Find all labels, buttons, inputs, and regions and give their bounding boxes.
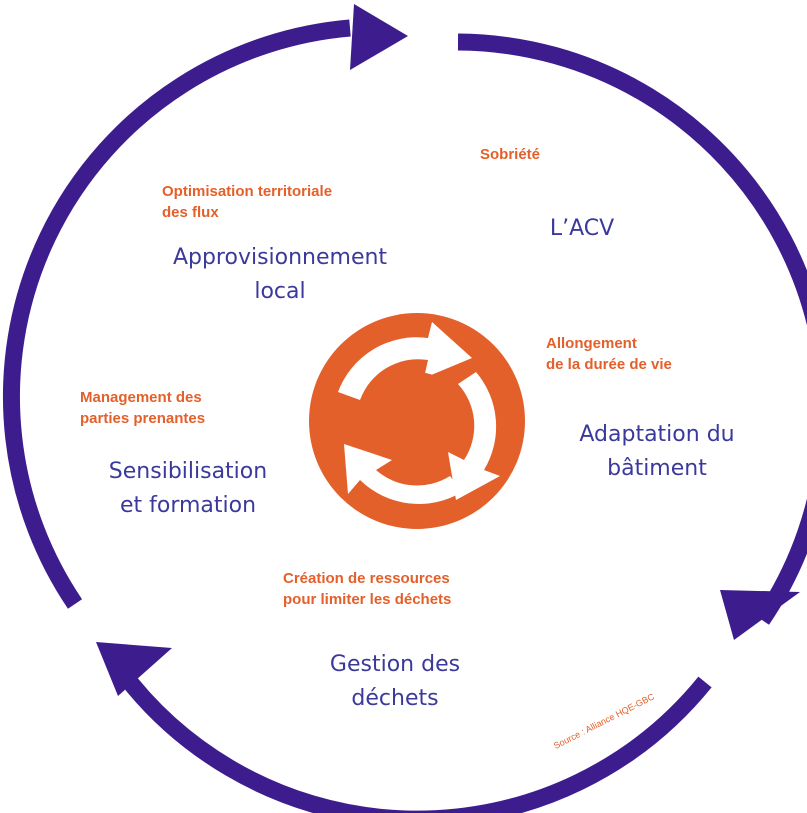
label-allongement: Allongement de la durée de vie — [546, 333, 672, 375]
label-sensibilisation-formation: Sensibilisation et formation — [80, 455, 296, 523]
label-adaptation-line-1: Adaptation du — [579, 422, 735, 447]
label-gestion-line-1: Gestion des — [329, 652, 461, 677]
label-adaptation-batiment: Adaptation du bâtiment — [552, 418, 762, 486]
arrow-head-right — [720, 590, 800, 640]
label-creation-line-2: pour limiter les déchets — [283, 591, 452, 608]
recycle-arrows-icon — [309, 313, 525, 529]
label-sensibilisation-line-1: Sensibilisation — [108, 459, 268, 484]
label-sensibilisation-line-2: et formation — [119, 493, 257, 518]
label-sobriete-line-1: Sobriété — [480, 146, 541, 163]
label-acv-line-1: L’ACV — [549, 216, 615, 241]
arc-arrow-bottom — [104, 653, 712, 813]
label-acv: L’ACV — [527, 212, 637, 246]
label-sobriete: Sobriété — [480, 144, 540, 165]
label-allongement-line-1: Allongement — [546, 335, 637, 352]
label-optimisation-line-2: des flux — [162, 204, 219, 221]
label-allongement-line-2: de la durée de vie — [546, 356, 672, 373]
label-approvisionnement-line-2: local — [254, 279, 306, 304]
label-management-line-2: parties prenantes — [80, 410, 206, 427]
label-adaptation-line-2: bâtiment — [607, 456, 707, 481]
label-optimisation-territoriale: Optimisation territoriale des flux — [162, 181, 332, 223]
arc-arrow-top-right — [457, 33, 807, 625]
label-gestion-dechets: Gestion des déchets — [290, 648, 500, 716]
label-creation-ressources: Création de ressources pour limiter les … — [283, 568, 451, 610]
arrow-head-top — [350, 4, 408, 70]
label-creation-line-1: Création de ressources — [283, 570, 450, 587]
label-approvisionnement-line-1: Approvisionnement — [172, 245, 388, 270]
arc-arrow-left — [2, 19, 351, 609]
label-approvisionnement-local: Approvisionnement local — [140, 241, 420, 309]
arrow-head-bottom-left — [96, 642, 172, 696]
label-management: Management des parties prenantes — [80, 387, 205, 429]
label-optimisation-line-1: Optimisation territoriale — [162, 183, 333, 200]
label-management-line-1: Management des — [80, 389, 202, 406]
label-gestion-line-2: déchets — [351, 686, 439, 711]
